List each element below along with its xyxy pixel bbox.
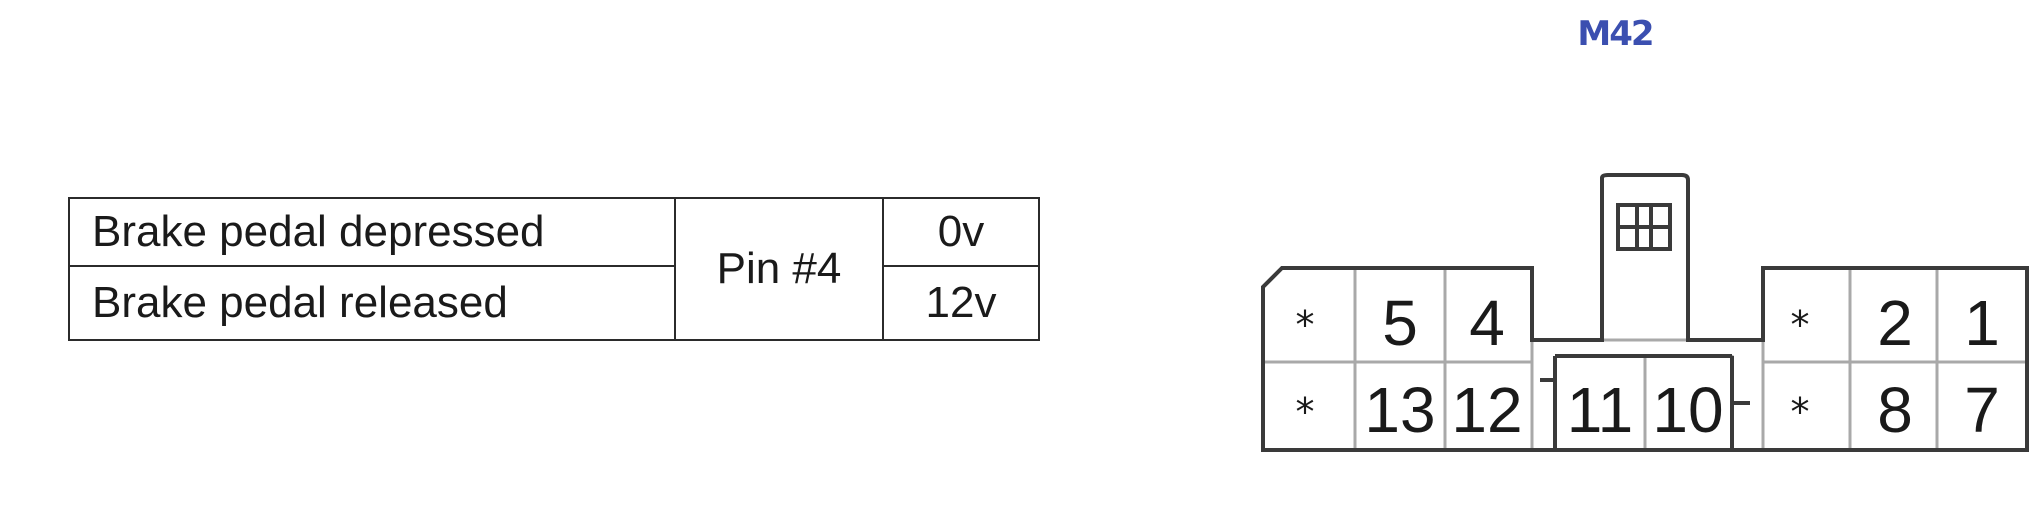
pin-8: 8	[1877, 374, 1913, 446]
pin-star: *	[1296, 303, 1315, 347]
connector-outline	[1261, 173, 2029, 452]
pin-cell: Pin #4	[674, 197, 884, 341]
pin-star: *	[1296, 390, 1315, 434]
pin-5: 5	[1382, 287, 1418, 359]
pin-11: 11	[1567, 374, 1633, 446]
pin-10: 10	[1652, 374, 1723, 446]
connector-title: M42	[1577, 14, 1654, 54]
pin-1: 1	[1964, 287, 2000, 359]
table-row: Brake pedal released 12v	[68, 265, 1040, 341]
voltage-cell: 0v	[882, 197, 1040, 267]
pin-12: 12	[1451, 374, 1522, 446]
condition-cell: Brake pedal depressed	[68, 197, 676, 267]
pin-4: 4	[1469, 287, 1505, 359]
pin-star: *	[1791, 303, 1810, 347]
pin-labels: * 5 4 * 2 1 * 13 12 11 10 * 8 7	[1296, 287, 2000, 446]
table-row: Brake pedal depressed Pin #4 0v	[68, 197, 1040, 341]
pin-star: *	[1791, 390, 1810, 434]
voltage-cell: 12v	[882, 265, 1040, 341]
pin-7: 7	[1964, 374, 2000, 446]
pin-2: 2	[1877, 287, 1913, 359]
pin-13: 13	[1364, 374, 1435, 446]
condition-cell: Brake pedal released	[68, 265, 676, 341]
voltage-table: Brake pedal depressed Pin #4 0v Brake pe…	[68, 197, 1040, 341]
